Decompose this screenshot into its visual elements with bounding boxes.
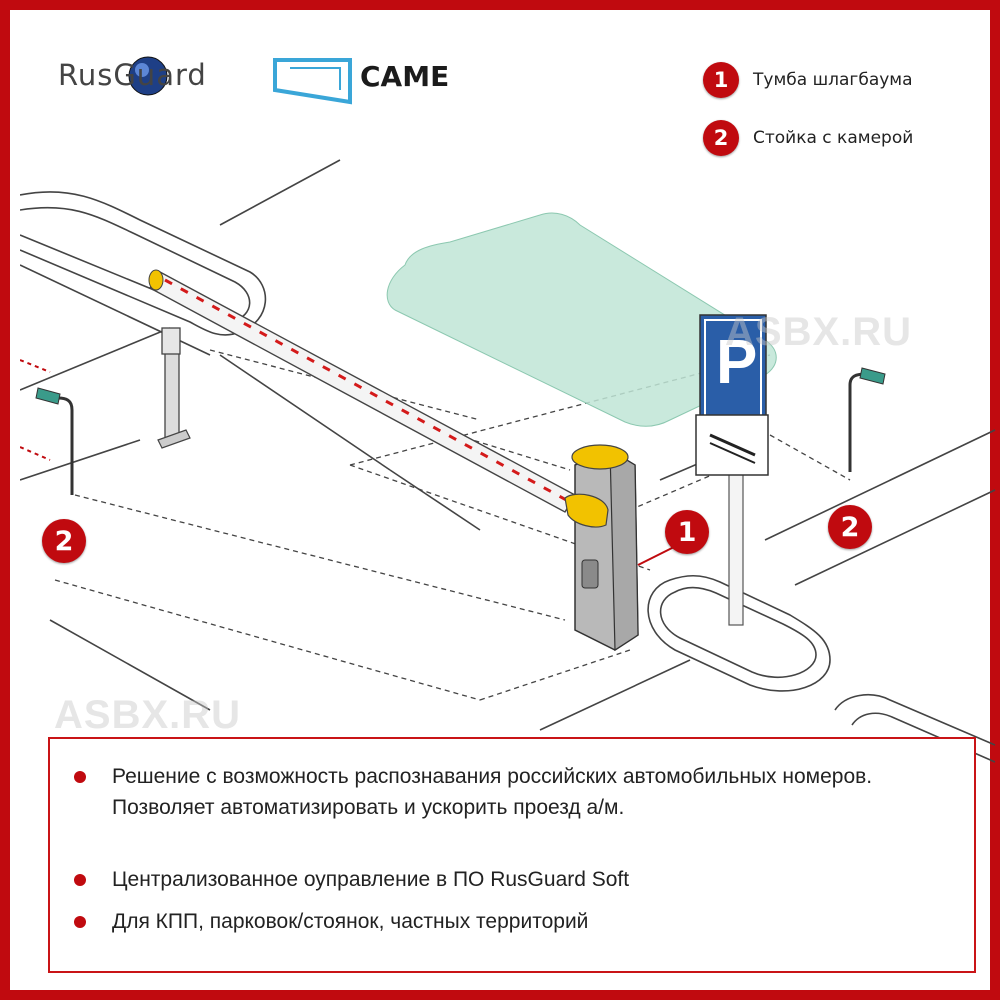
marker-camera-post-right: 2	[828, 505, 886, 549]
rusguard-logo-text: RusGuard	[58, 58, 207, 92]
camera-pole-left	[35, 387, 74, 495]
camera-pole-right	[848, 367, 886, 472]
barrier-arm	[148, 269, 576, 513]
watermark-top: ASBX.RU	[725, 310, 913, 354]
road-edge-6	[389, 469, 481, 531]
curb-bottom-right-inner	[851, 712, 996, 763]
road-edge-10	[794, 489, 996, 586]
road-edge-4	[20, 439, 141, 481]
parking-sign-post	[695, 314, 769, 626]
legend-number-badge: 2	[703, 120, 739, 156]
curb-left-island	[20, 191, 267, 336]
marker-barrier-cabinet: 1	[665, 510, 723, 554]
legend-label: Тумба шлагбаума	[753, 70, 913, 90]
feature-text: Централизованное оуправление в ПО RusGua…	[112, 868, 630, 891]
road-edge-5	[219, 354, 391, 471]
watermark-bottom: ASBX.RU	[54, 693, 242, 737]
parking-sign-letter: P	[716, 328, 758, 397]
road-edge-3	[219, 159, 341, 226]
marker-camera-post-left: 2	[42, 519, 100, 563]
road-edge-2	[20, 327, 171, 391]
curb-right-island-inner	[659, 586, 817, 679]
feature-item: Для КПП, парковок/стоянок, частных терри…	[74, 906, 954, 937]
came-logo: CAME	[360, 60, 450, 93]
road-edge-7	[49, 619, 211, 711]
feature-text: Решение с возможность распознавания росс…	[112, 765, 873, 819]
barrier-cabinet	[564, 444, 639, 652]
legend-item-camera-post: 2 Стойка с камерой	[703, 120, 913, 156]
curb-right-island	[647, 574, 831, 692]
marker-number: 1	[665, 510, 709, 554]
curb-bottom-right	[834, 694, 996, 746]
road-edge-8	[539, 659, 691, 731]
feature-item: Централизованное оуправление в ПО RusGua…	[74, 864, 954, 895]
detection-zone	[386, 212, 777, 427]
legend-item-barrier: 1 Тумба шлагбаума	[703, 62, 913, 98]
legend-number-badge: 1	[703, 62, 739, 98]
feature-text: Для КПП, парковок/стоянок, частных терри…	[112, 910, 589, 933]
feature-item: Решение с возможность распознавания росс…	[74, 761, 954, 823]
came-logo-mark	[273, 58, 352, 105]
bullet-dot	[74, 916, 86, 928]
rusguard-logo: RusGuard	[58, 58, 207, 92]
road-edge-1	[20, 264, 211, 356]
road-edge-9	[764, 429, 996, 541]
barrier-support-post	[157, 327, 191, 449]
legend-label: Стойка с камерой	[753, 128, 914, 148]
bullet-dot	[74, 874, 86, 886]
features-box: Решение с возможность распознавания росс…	[48, 737, 976, 973]
curb-left-inner	[20, 206, 251, 323]
bullet-dot	[74, 771, 86, 783]
parking-scene-illustration	[20, 56, 996, 763]
marker-number: 2	[828, 505, 872, 549]
marker-number: 2	[42, 519, 86, 563]
